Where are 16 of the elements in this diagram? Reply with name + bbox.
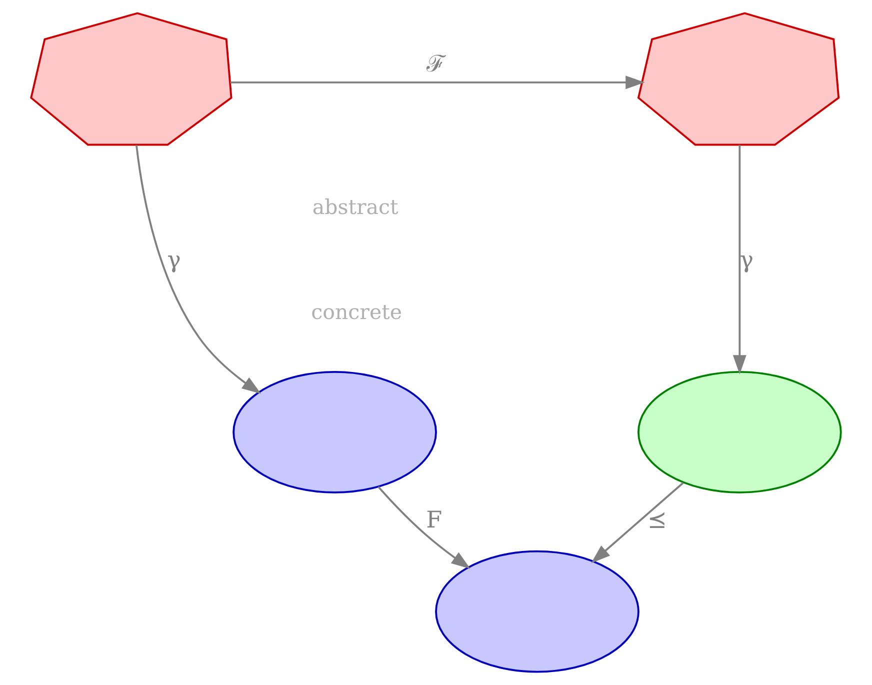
node-blob <box>232 371 437 494</box>
edge-label: F <box>426 508 442 534</box>
arrow <box>591 482 684 564</box>
node-polygon <box>637 12 840 146</box>
label: abstract <box>312 195 398 220</box>
edge-label: γ <box>740 247 754 274</box>
arrow <box>732 144 746 374</box>
label: concrete <box>311 300 402 324</box>
node-polygon <box>30 12 232 146</box>
arrow <box>136 144 262 394</box>
edge-label: ℱ <box>426 51 446 78</box>
arrow <box>378 486 470 569</box>
edge-label: γ <box>167 247 181 274</box>
edge-label: ⪯ <box>648 508 667 534</box>
arrow <box>230 76 645 90</box>
node-blob <box>637 371 842 494</box>
